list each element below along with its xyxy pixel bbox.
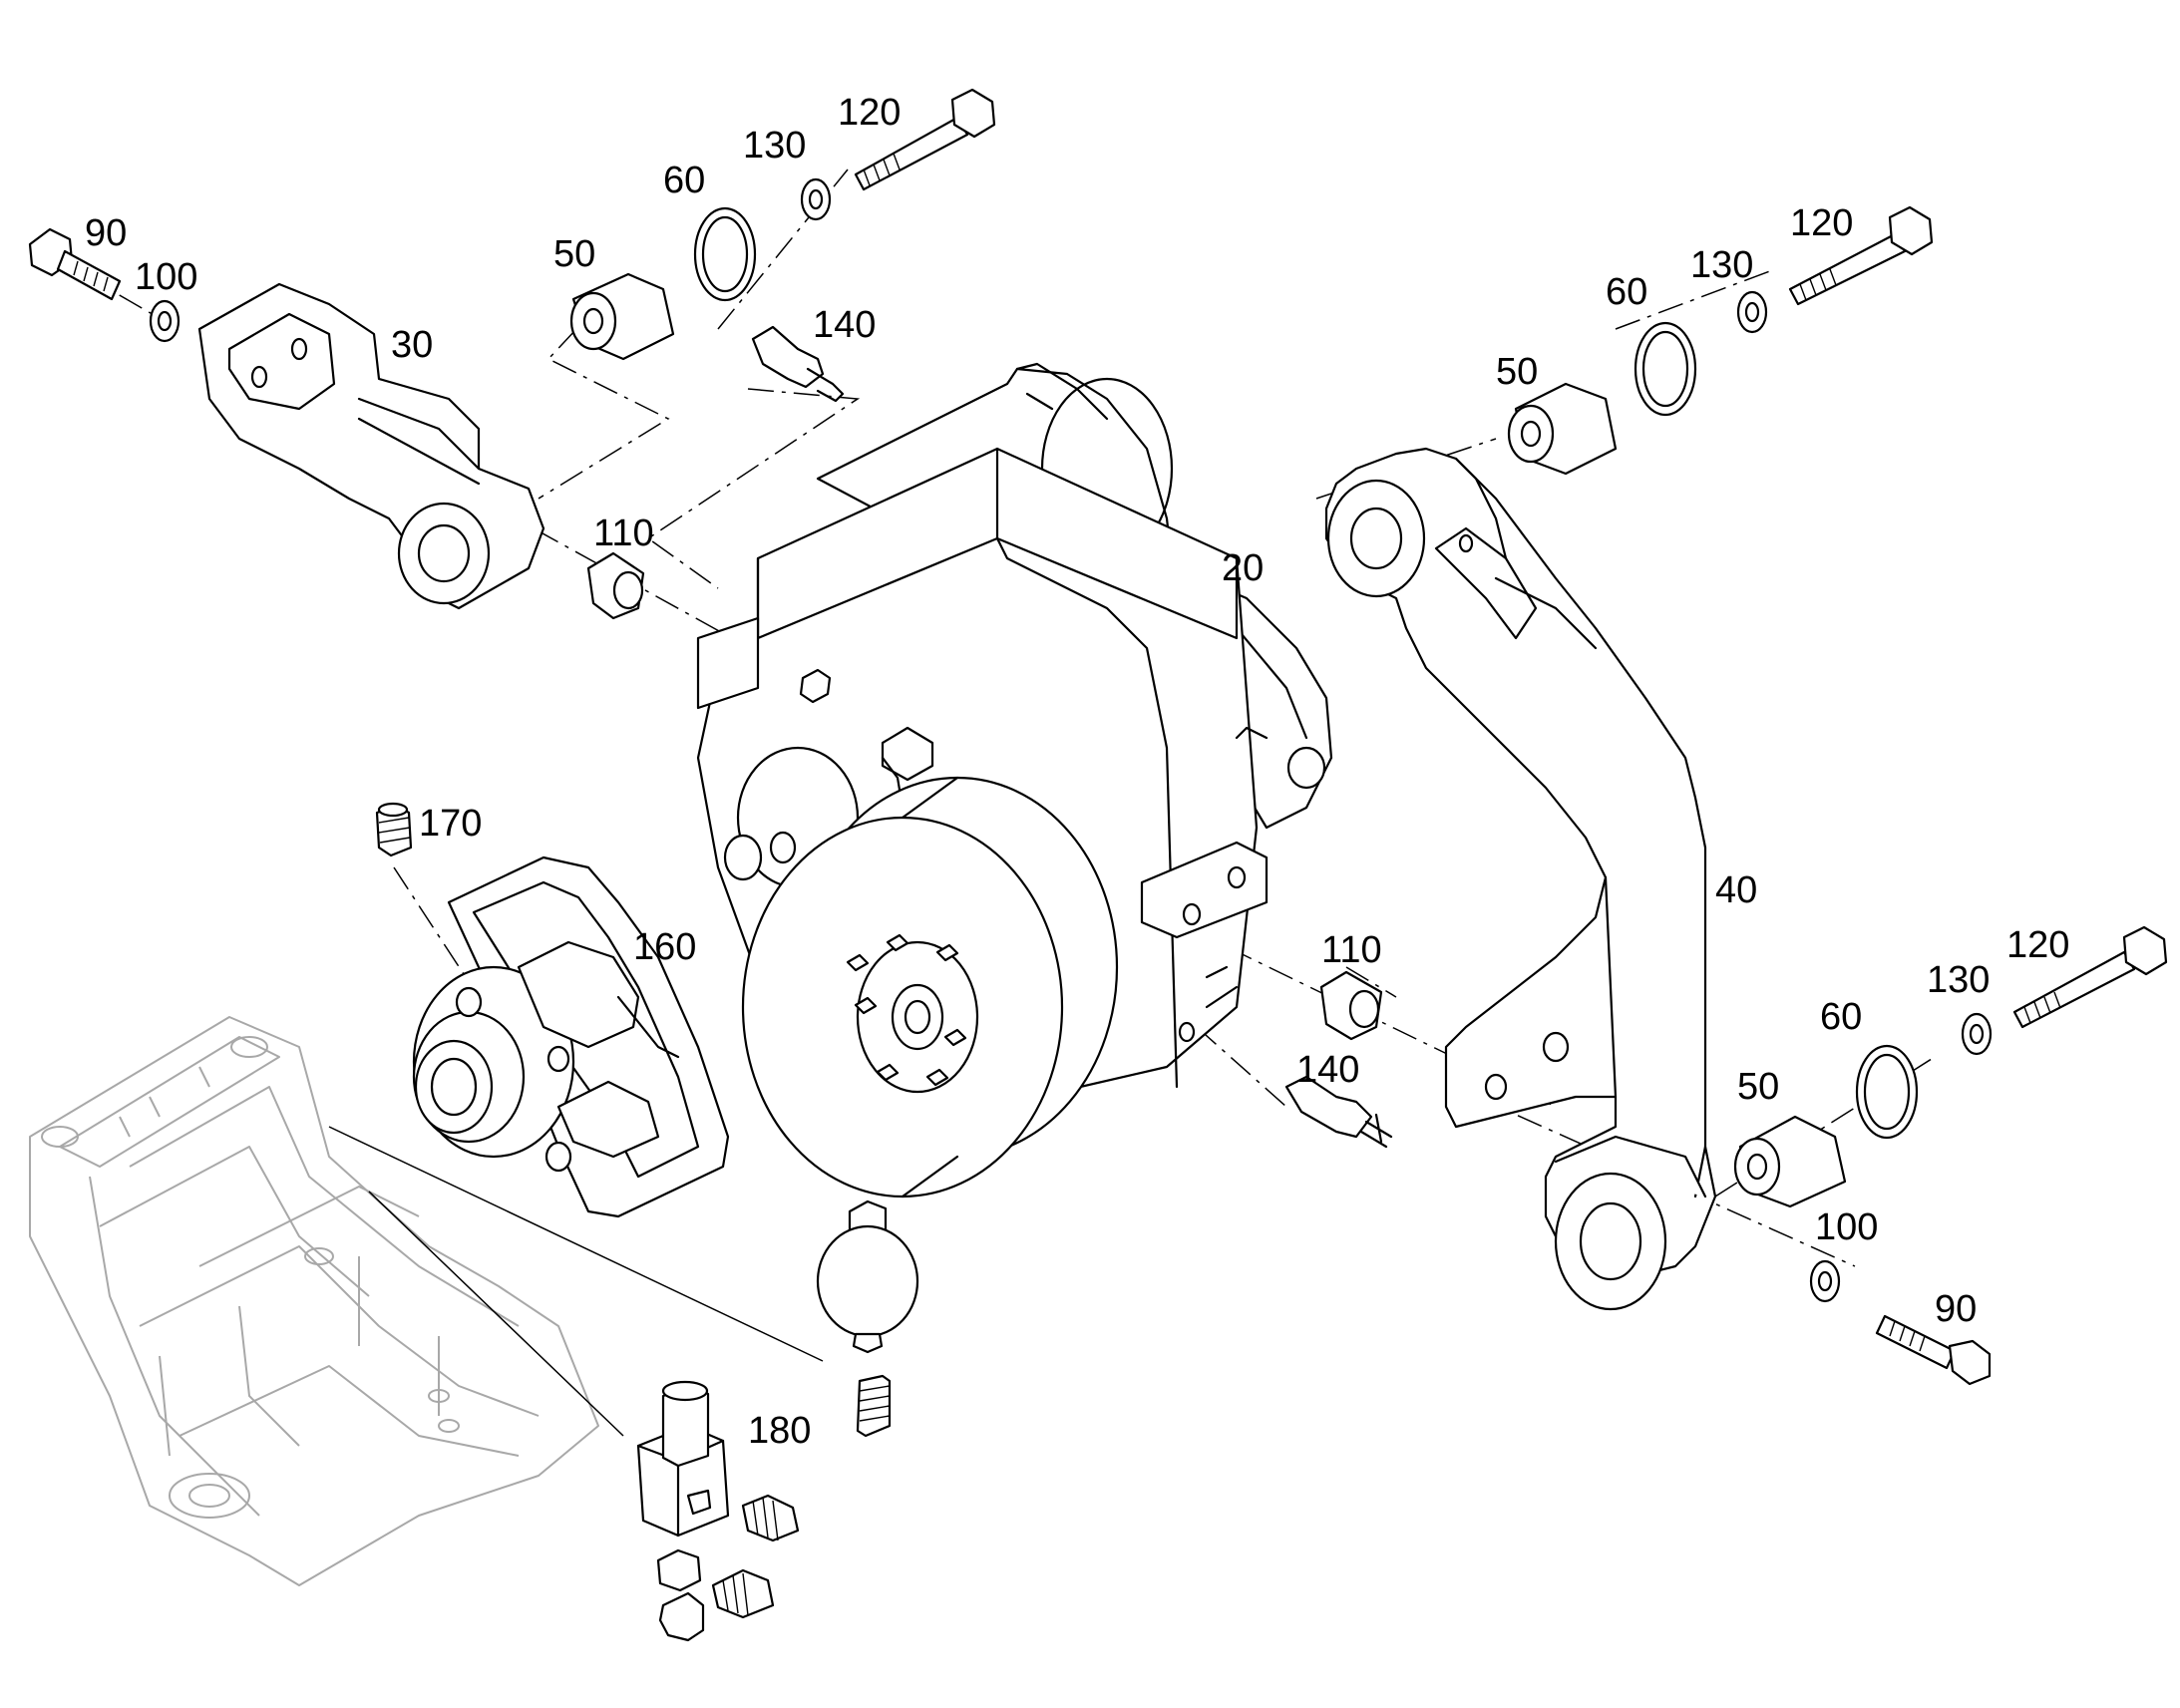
- bolt-90-right: [1875, 1314, 1992, 1386]
- callout-30: 30: [391, 324, 433, 366]
- washer-100-right: [1809, 1259, 1841, 1303]
- mount-bracket-30: [197, 282, 545, 610]
- callout-60-top: 60: [663, 160, 705, 201]
- callout-50-low: 50: [1737, 1066, 1779, 1108]
- gearbox-20: [696, 362, 1333, 1198]
- bushing-110-mid: [1319, 970, 1383, 1041]
- callout-130-right: 130: [1690, 244, 1753, 286]
- bolt-120-top: [854, 88, 996, 191]
- washer-130-top: [800, 177, 832, 221]
- callout-100-right: 100: [1815, 1206, 1878, 1248]
- bushing-50-top: [569, 272, 675, 361]
- callout-60-right: 60: [1606, 271, 1647, 313]
- valve-block-180: [636, 1380, 730, 1537]
- callout-40: 40: [1715, 869, 1757, 911]
- callout-100-left: 100: [135, 256, 197, 298]
- snap-ring-60-right: [1634, 321, 1697, 417]
- callout-50-top: 50: [553, 233, 595, 275]
- callout-130-low: 130: [1927, 959, 1990, 1001]
- brake-caliper-160: [412, 855, 730, 1218]
- washer-130-low: [1961, 1012, 1993, 1056]
- fittings-180: [656, 1494, 800, 1642]
- bolt-120-low: [2012, 925, 2168, 1029]
- bushing-50-low: [1733, 1115, 1847, 1208]
- callout-120-low: 120: [2006, 924, 2069, 966]
- sensor-140-top: [751, 325, 845, 403]
- callout-160: 160: [633, 926, 696, 968]
- bushing-50-right: [1507, 382, 1618, 476]
- chassis-frame-reference: [29, 1016, 599, 1586]
- callout-120-top: 120: [838, 92, 901, 134]
- accumulator: [816, 1199, 919, 1438]
- sensor-140-mid: [1284, 1075, 1393, 1149]
- bolt-120-right: [1788, 205, 1934, 306]
- snap-ring-60-top: [693, 206, 757, 302]
- callout-90-left: 90: [85, 212, 127, 254]
- callout-170: 170: [419, 803, 482, 845]
- callout-110-mid: 110: [1321, 929, 1382, 971]
- callout-180: 180: [748, 1410, 811, 1452]
- callout-140-top: 140: [813, 304, 876, 346]
- washer-100-left: [149, 299, 181, 343]
- callout-60-low: 60: [1820, 996, 1862, 1038]
- snap-ring-60-low: [1855, 1044, 1919, 1140]
- torque-arm-40: [1324, 447, 1717, 1311]
- bolt-90-left: [28, 227, 122, 301]
- callout-labels: 90 100 30 50 60 130 120 140 110 20 50 60…: [85, 92, 2069, 1452]
- callout-120-right: 120: [1790, 202, 1853, 244]
- callout-140-mid: 140: [1296, 1049, 1359, 1091]
- callout-50-right: 50: [1496, 351, 1538, 393]
- callout-130-top: 130: [743, 125, 806, 167]
- callout-20: 20: [1222, 547, 1264, 589]
- fitting-170: [375, 802, 413, 857]
- reference-leader-lines: [328, 1126, 824, 1437]
- bushing-110-top: [586, 551, 645, 620]
- callout-110-top: 110: [593, 512, 654, 554]
- callout-90-right: 90: [1935, 1288, 1977, 1330]
- washer-130-right: [1736, 290, 1768, 334]
